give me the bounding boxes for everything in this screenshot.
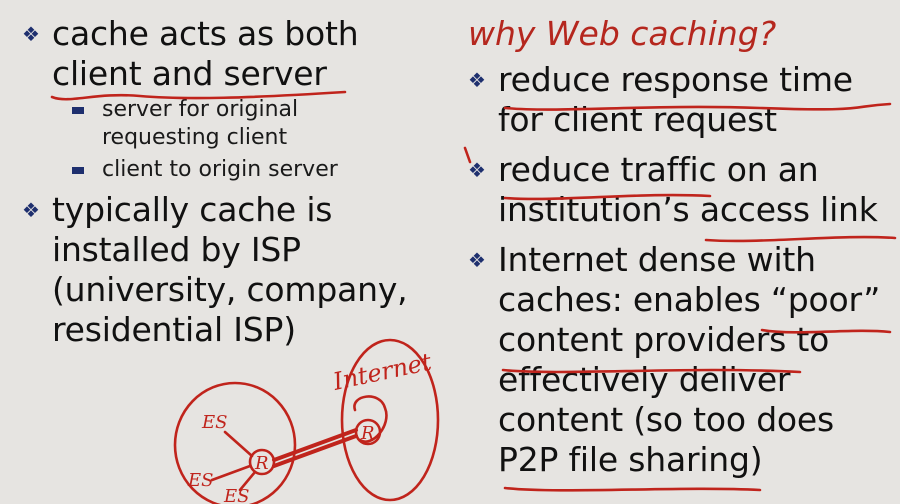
es-line-2	[210, 464, 252, 482]
tick-mark	[463, 146, 472, 164]
underline-response-time	[503, 102, 892, 111]
underline-client-server	[50, 90, 347, 101]
square-bullet-icon	[72, 167, 84, 174]
link-line-2	[272, 434, 358, 468]
es-label-3: ES	[223, 486, 249, 504]
sub-item-1: server for original requesting client	[72, 96, 452, 152]
underline-p2p	[503, 486, 762, 492]
underline-content-providers	[501, 368, 802, 374]
square-bullet-icon	[72, 107, 84, 114]
network-circle-left	[173, 381, 297, 504]
sub-item-1-text: server for original requesting client	[102, 97, 299, 150]
diamond-bullet-icon: ❖	[22, 198, 40, 222]
inner-blob-right	[353, 395, 388, 443]
router-left-label: R	[254, 453, 269, 474]
left-bullet-1-text: cache acts as both client and server	[52, 14, 359, 93]
right-bullet-3: ❖ Internet dense with caches: enables “p…	[468, 240, 898, 480]
es-line-1	[223, 430, 254, 458]
sub-item-2-text: client to origin server	[102, 157, 338, 182]
link-line-1	[272, 428, 358, 462]
diamond-bullet-icon: ❖	[468, 248, 486, 272]
left-column: ❖ cache acts as both client and server s…	[22, 14, 452, 350]
es-label-2: ES	[187, 470, 213, 491]
diamond-bullet-icon: ❖	[468, 158, 486, 182]
es-line-3	[238, 470, 257, 492]
internet-label: Internet	[330, 348, 435, 396]
diamond-bullet-icon: ❖	[22, 22, 40, 46]
network-circle-right	[340, 338, 440, 502]
right-bullet-3-text: Internet dense with caches: enables “poo…	[498, 240, 881, 479]
underline-poor	[760, 328, 892, 334]
es-label-1: ES	[201, 412, 227, 433]
left-bullet-2: ❖ typically cache is installed by ISP (u…	[22, 190, 452, 350]
underline-access-link	[704, 235, 897, 243]
sub-item-2: client to origin server	[72, 156, 452, 184]
left-bullet-2-text: typically cache is installed by ISP (uni…	[52, 190, 408, 349]
underline-reduce-traffic	[503, 193, 712, 201]
right-heading: why Web caching?	[468, 14, 777, 53]
left-bullet-1: ❖ cache acts as both client and server	[22, 14, 452, 94]
router-right-label: R	[360, 423, 375, 444]
left-sub-list: server for original requesting client cl…	[72, 96, 452, 184]
diamond-bullet-icon: ❖	[468, 68, 486, 92]
